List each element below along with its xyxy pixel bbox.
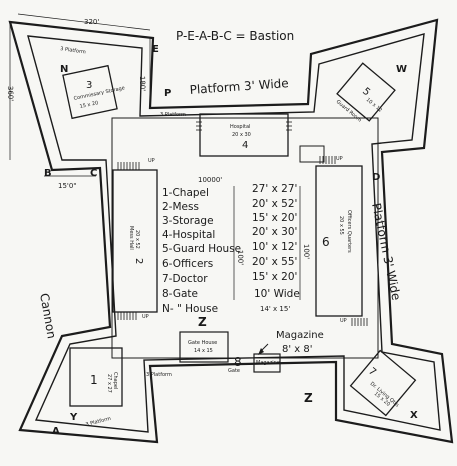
hospital-building	[199, 113, 289, 157]
cannon-label: Cannon	[37, 292, 59, 340]
letter-d: D	[372, 172, 380, 183]
mess-hall-building	[112, 169, 158, 313]
legend-size-6: 20' x 55'	[252, 256, 297, 268]
officers-number: 6	[322, 235, 330, 249]
legend-size-4: 20' x 30'	[252, 226, 297, 238]
legend-size-5: 10' x 12'	[252, 241, 297, 253]
officers-building	[315, 165, 363, 317]
title: P-E-A-B-C = Bastion	[176, 29, 294, 43]
legend-label-7: 7-Doctor	[162, 273, 208, 285]
up-label-1: UP	[148, 158, 155, 164]
letter-y: Y	[69, 412, 78, 423]
mess-number: 2	[133, 258, 144, 264]
magazine-size: 8' x 8'	[282, 344, 313, 355]
mess-size: 20 x 52	[134, 230, 140, 249]
legend-label-2: 2-Mess	[162, 201, 199, 213]
officers-label: Officers Quarters	[346, 210, 352, 253]
legend-label-5: 5-Guard House	[162, 243, 241, 255]
guard-house-number: 5	[360, 86, 372, 99]
legend: 1-Chapel 27' x 27' 2-Mess 20' x 52' 3-St…	[162, 183, 300, 315]
dim-center-right: 100'	[302, 244, 311, 260]
chapel-building	[69, 347, 123, 407]
legend-size-3: 15' x 20'	[252, 212, 297, 224]
legend-label-6: 6-Officers	[162, 258, 213, 270]
courtyard-wall	[111, 117, 379, 359]
letter-a: A	[52, 426, 60, 437]
storage-building	[62, 64, 118, 120]
doctor-number: 7	[366, 366, 378, 379]
dim-left-b: 15'0"	[58, 182, 77, 190]
hospital-number: 4	[242, 140, 248, 151]
storage-number: 3	[86, 80, 92, 91]
legend-label-3: 3-Storage	[162, 215, 214, 227]
legend-label-1: 1-Chapel	[162, 187, 209, 199]
stairs-hatching	[117, 117, 368, 326]
platform-top-label: Platform 3' Wide	[189, 76, 289, 97]
storage-size: 15 x 20	[79, 100, 99, 110]
letter-p: P	[164, 88, 171, 99]
hospital-label: Hospital	[230, 124, 250, 130]
chapel-number: 1	[90, 373, 98, 387]
bastion-nw-room	[336, 62, 396, 122]
letter-b: B	[44, 168, 52, 179]
guard-house-size: 10 x 12	[365, 97, 383, 114]
dim-top-left-b: 180'	[138, 76, 147, 92]
letter-w: W	[396, 64, 407, 75]
chapel-size: 27 x 27	[106, 374, 112, 393]
gate-label: Gate	[228, 368, 240, 374]
legend-label-8: 8-Gate	[162, 288, 198, 300]
dim-center-left: 100'	[236, 250, 245, 266]
legend-size-7: 15' x 20'	[252, 271, 297, 283]
legend-size-9: 14' x 15'	[260, 305, 290, 313]
outer-wall	[8, 18, 454, 444]
up-label-4: UP	[340, 318, 347, 324]
letter-z-top: Z	[198, 315, 207, 329]
dim-top-left-a: 320'	[84, 18, 99, 26]
doctor-building	[349, 349, 417, 417]
letter-e: E	[152, 44, 159, 55]
officers-size: 20 x 55	[338, 216, 344, 235]
platform-small-topleft: 3 Platform	[60, 46, 87, 56]
gate-house-size: 14 x 15	[194, 348, 213, 354]
legend-size-8: 10' Wide	[254, 288, 300, 300]
gate-house-building	[179, 331, 229, 363]
legend-label-4: 4-Hospital	[162, 229, 215, 241]
dim-left-a: 360'	[6, 86, 15, 102]
guard-house-building	[299, 145, 325, 163]
up-label-2: UP	[142, 314, 149, 320]
legend-size-2: 20' x 52'	[252, 198, 297, 210]
platform-right-label: Platform 3' Wide	[369, 202, 403, 302]
magazine-building	[253, 353, 281, 373]
legend-size-1: 27' x 27'	[252, 183, 297, 195]
hospital-size: 20 x 30	[232, 132, 251, 138]
magazine-label: Magazine	[276, 330, 324, 341]
storage-label: Commissary Storage	[73, 85, 125, 102]
gate-house-label: Gate House	[188, 340, 217, 346]
magazine-arrow-head	[258, 348, 264, 355]
letter-c: C	[90, 168, 97, 179]
platform-small-bottom: 3 Platform	[146, 372, 172, 378]
dimension-lines	[9, 13, 301, 300]
gate-number: 8	[234, 355, 242, 369]
letter-n: N	[60, 64, 68, 75]
chapel-label: Chapel	[112, 372, 118, 389]
legend-label-9: N- " House	[162, 303, 218, 315]
magazine-small-label: Magazine	[256, 360, 280, 366]
mess-label: Mess Hall	[128, 226, 134, 250]
inner-wall	[27, 33, 441, 433]
letter-x: X	[410, 410, 418, 421]
up-label-3: UP	[336, 156, 343, 162]
letter-z-bottom: Z	[304, 391, 313, 405]
dim-total: 10000'	[198, 176, 222, 184]
platform-small-top: 3 Platform	[160, 112, 186, 118]
